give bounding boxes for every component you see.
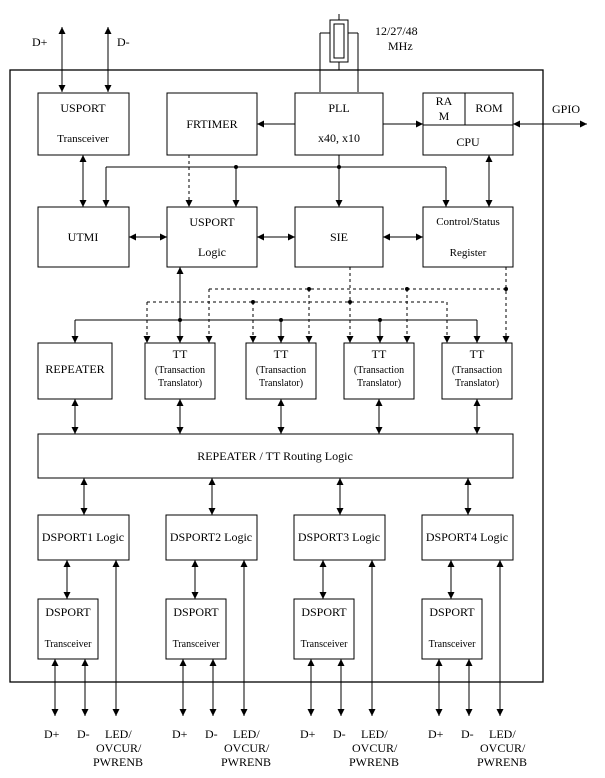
dsport4-transceiver-block: DSPORT Transceiver xyxy=(421,598,483,660)
dsport4-transceiver-subtitle: Transceiver xyxy=(429,639,477,650)
frtimer-label: FRTIMER xyxy=(186,117,237,131)
tt4-line1: (Transaction xyxy=(452,365,502,376)
tt2-title: TT xyxy=(274,347,289,361)
dsport3-ovcur-label: OVCUR/ xyxy=(352,741,398,755)
tt1-line1: (Transaction xyxy=(155,365,205,376)
crystal-icon xyxy=(319,14,359,92)
dsport1-logic-block: DSPORT1 Logic xyxy=(37,514,130,561)
tt3-line2: Translator) xyxy=(357,378,401,389)
cpu-label: CPU xyxy=(456,135,480,149)
dsport2-ovcur-label: OVCUR/ xyxy=(224,741,270,755)
rom-label: ROM xyxy=(475,101,503,115)
dsport1-dminus-label: D- xyxy=(77,727,90,741)
dsport4-led-label: LED/ xyxy=(489,727,516,741)
routing-logic-label: REPEATER / TT Routing Logic xyxy=(197,449,353,463)
dsport1-ovcur-label: OVCUR/ xyxy=(96,741,142,755)
usport-logic-subtitle: Logic xyxy=(198,245,226,259)
dsport3-transceiver-title: DSPORT xyxy=(301,605,347,619)
dsport3-logic-label: DSPORT3 Logic xyxy=(298,530,380,544)
dsport3-transceiver-block: DSPORT Transceiver xyxy=(293,598,355,660)
repeater-label: REPEATER xyxy=(45,362,104,376)
dsport3-dplus-label: D+ xyxy=(300,727,316,741)
dsport3-pwrenb-label: PWRENB xyxy=(349,755,399,769)
cpu-block: RA M ROM CPU xyxy=(422,92,514,156)
routing-logic-block: REPEATER / TT Routing Logic xyxy=(37,433,514,479)
dsport1-logic-label: DSPORT1 Logic xyxy=(42,530,124,544)
dsport1-transceiver-subtitle: Transceiver xyxy=(45,639,93,650)
pll-multiplier: x40, x10 xyxy=(318,131,360,145)
dsport3-dminus-label: D- xyxy=(333,727,346,741)
dsport1-pwrenb-label: PWRENB xyxy=(93,755,143,769)
repeater-block: REPEATER xyxy=(37,342,113,400)
dsport4-logic-block: DSPORT4 Logic xyxy=(421,514,514,561)
dsport4-dminus-label: D- xyxy=(461,727,474,741)
dsport2-logic-block: DSPORT2 Logic xyxy=(165,514,258,561)
dsport1-led-label: LED/ xyxy=(105,727,132,741)
tt4-line2: Translator) xyxy=(455,378,499,389)
dsport2-transceiver-title: DSPORT xyxy=(173,605,219,619)
chip-boundary xyxy=(9,69,544,683)
upstream-dplus-label: D+ xyxy=(32,35,48,49)
tt4-title: TT xyxy=(470,347,485,361)
crystal-frequency-label: 12/27/48 xyxy=(375,24,418,38)
pll-block: PLL x40, x10 xyxy=(294,92,384,156)
tt1-line2: Translator) xyxy=(158,378,202,389)
dsport4-pwrenb-label: PWRENB xyxy=(477,755,527,769)
tt-block-4: TT (Transaction Translator) xyxy=(441,342,513,400)
tt-block-3: TT (Transaction Translator) xyxy=(343,342,415,400)
crystal-unit-label: MHz xyxy=(388,39,413,53)
sie-label: SIE xyxy=(330,230,348,244)
frtimer-block: FRTIMER xyxy=(166,92,258,156)
dsport2-dplus-label: D+ xyxy=(172,727,188,741)
dsport4-ovcur-label: OVCUR/ xyxy=(480,741,526,755)
control-status-title: Control/Status xyxy=(436,216,500,228)
tt2-line1: (Transaction xyxy=(256,365,306,376)
usport-logic-title: USPORT xyxy=(189,215,235,229)
usport-transceiver-block: USPORT Transceiver xyxy=(37,92,130,156)
tt1-title: TT xyxy=(173,347,188,361)
tt2-line2: Translator) xyxy=(259,378,303,389)
dsport1-transceiver-block: DSPORT Transceiver xyxy=(37,598,99,660)
control-status-subtitle: Register xyxy=(450,247,487,259)
dsport2-dminus-label: D- xyxy=(205,727,218,741)
usport-transceiver-subtitle: Transceiver xyxy=(57,133,109,145)
dsport4-logic-label: DSPORT4 Logic xyxy=(426,530,508,544)
utmi-block: UTMI xyxy=(37,206,130,268)
dsport1-dplus-label: D+ xyxy=(44,727,60,741)
dsport2-pwrenb-label: PWRENB xyxy=(221,755,271,769)
dsport3-logic-block: DSPORT3 Logic xyxy=(293,514,386,561)
pll-title: PLL xyxy=(328,101,349,115)
tt3-line1: (Transaction xyxy=(354,365,404,376)
ram-label-line2: M xyxy=(439,109,450,123)
tt-block-2: TT (Transaction Translator) xyxy=(245,342,317,400)
usport-transceiver-title: USPORT xyxy=(60,101,106,115)
dsport2-logic-label: DSPORT2 Logic xyxy=(170,530,252,544)
tt-block-1: TT (Transaction Translator) xyxy=(144,342,216,400)
dsport1-transceiver-title: DSPORT xyxy=(45,605,91,619)
dsport2-led-label: LED/ xyxy=(233,727,260,741)
sie-block: SIE xyxy=(294,206,384,268)
dsport3-pin-labels: D+ D- LED/ OVCUR/ PWRENB xyxy=(300,727,399,769)
dsport4-pin-labels: D+ D- LED/ OVCUR/ PWRENB xyxy=(428,727,527,769)
usport-logic-block: USPORT Logic xyxy=(166,206,258,268)
dsport4-transceiver-title: DSPORT xyxy=(429,605,475,619)
dsport2-transceiver-block: DSPORT Transceiver xyxy=(165,598,227,660)
tt3-title: TT xyxy=(372,347,387,361)
dsport3-led-label: LED/ xyxy=(361,727,388,741)
dsport3-transceiver-subtitle: Transceiver xyxy=(301,639,349,650)
dsport1-pin-labels: D+ D- LED/ OVCUR/ PWRENB xyxy=(44,727,143,769)
gpio-label: GPIO xyxy=(552,102,580,116)
dsport4-dplus-label: D+ xyxy=(428,727,444,741)
control-status-register-block: Control/Status Register xyxy=(422,206,514,268)
dsport2-pin-labels: D+ D- LED/ OVCUR/ PWRENB xyxy=(172,727,271,769)
upstream-dminus-label: D- xyxy=(117,35,130,49)
utmi-label: UTMI xyxy=(68,230,99,244)
dsport2-transceiver-subtitle: Transceiver xyxy=(173,639,221,650)
ram-label-line1: RA xyxy=(436,94,453,108)
upstream-pins: D+ D- xyxy=(32,27,130,92)
